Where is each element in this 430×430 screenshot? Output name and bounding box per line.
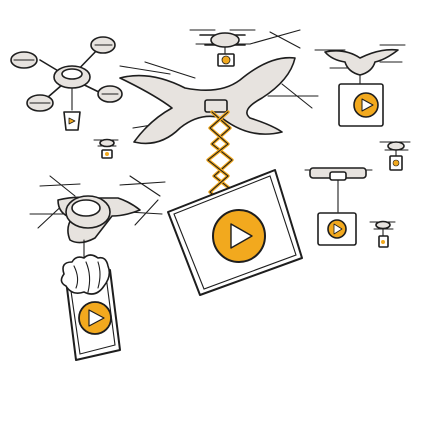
drone-lower-left <box>29 175 166 263</box>
drone-far-right <box>379 141 411 171</box>
gripper-hand-icon <box>60 254 111 295</box>
video-panel-large <box>167 169 303 296</box>
play-icon <box>230 223 253 249</box>
drone-tiny-left <box>93 138 119 159</box>
drone-top-center <box>189 29 256 67</box>
drone-top-right <box>314 44 406 127</box>
drone-main <box>119 29 319 145</box>
drone-right-middle <box>304 167 373 246</box>
drone-tiny-right <box>369 220 396 248</box>
drone-top-left <box>10 36 123 131</box>
play-icon <box>88 309 105 327</box>
